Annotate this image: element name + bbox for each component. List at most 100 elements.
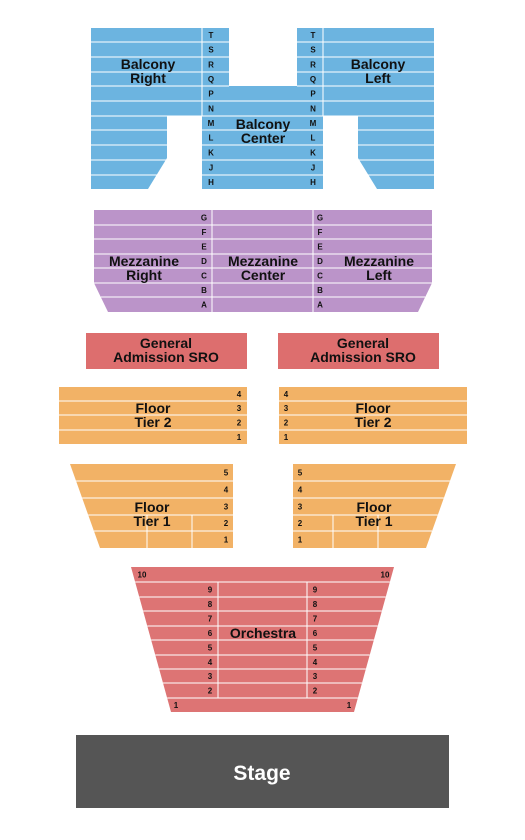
orchestra-row-label: 5 [208, 644, 213, 653]
floor-tier-2-left-label-2: Tier 2 [134, 414, 171, 430]
stage-label: Stage [233, 762, 290, 785]
mezzanine-row-label: D [201, 257, 207, 266]
floor-tier-2-right-label-2: Tier 2 [354, 414, 391, 430]
general-admission-level: General Admission SRO General Admission … [86, 333, 439, 369]
balcony-right-label-2: Right [130, 70, 166, 86]
ga-right-label-2: Admission SRO [310, 349, 416, 365]
orchestra-row-label: 6 [313, 629, 318, 638]
floor-tier-1-row-label: 4 [224, 486, 229, 495]
floor-tier-1-right-label-1: Floor [357, 499, 393, 515]
floor-tier-1-left-label-1: Floor [135, 499, 171, 515]
balcony-right-section[interactable] [91, 28, 229, 189]
ga-sro-right-section[interactable] [278, 333, 439, 369]
mezzanine-row-label: G [317, 214, 323, 223]
mezzanine-row-label: C [201, 272, 207, 281]
floor-tier-1-row-label: 3 [298, 503, 303, 512]
floor-tier-1-right-section[interactable] [293, 464, 456, 548]
balcony-row-label: Q [310, 75, 316, 84]
orchestra-row-label: 3 [208, 672, 213, 681]
balcony-row-label: N [310, 105, 316, 114]
balcony-row-label: S [310, 46, 316, 55]
balcony-row-label: P [208, 90, 214, 99]
mezzanine-center-label-2: Center [241, 267, 286, 283]
balcony-row-label: H [310, 178, 316, 187]
orchestra-row-label: 8 [208, 600, 213, 609]
mezzanine-row-label: E [201, 243, 207, 252]
orchestra-row-label: 4 [313, 658, 318, 667]
orchestra-row-label: 3 [313, 672, 318, 681]
floor-tier-2-row-label: 1 [284, 433, 289, 442]
orchestra-row-label: 4 [208, 658, 213, 667]
balcony-row-label: N [208, 105, 214, 114]
mezzanine-row-label: F [202, 228, 207, 237]
orchestra-row-label: 10 [138, 571, 147, 580]
mezzanine-row-label: E [317, 243, 323, 252]
ga-left-label-2: Admission SRO [113, 349, 219, 365]
floor-tier-2-row-label: 4 [237, 390, 242, 399]
balcony-center-label-2: Center [241, 130, 286, 146]
floor-tier-2-row-label: 3 [237, 404, 242, 413]
mezzanine-row-label: G [201, 214, 207, 223]
balcony-row-label: L [311, 134, 316, 143]
stage: Stage [76, 735, 449, 808]
floor-tier-2-row-label: 2 [284, 419, 289, 428]
orchestra-row-label: 1 [347, 701, 352, 710]
orchestra-row-label: 5 [313, 644, 318, 653]
balcony-row-label: T [209, 31, 214, 40]
balcony-center-section[interactable] [202, 86, 323, 189]
mezzanine-row-label: A [201, 301, 207, 310]
floor-tier-1-row-label: 3 [224, 503, 229, 512]
orchestra-row-label: 6 [208, 629, 213, 638]
orchestra-row-label: 2 [208, 687, 213, 696]
ga-left-label-1: General [140, 335, 192, 351]
floor-tier-2-right-label-1: Floor [356, 400, 392, 416]
floor-tier-2-row-label: 4 [284, 390, 289, 399]
balcony-left-section[interactable] [297, 28, 434, 189]
floor-tier-2-row-label: 2 [237, 419, 242, 428]
mezzanine-right-label-1: Mezzanine [109, 253, 179, 269]
balcony-row-label: R [208, 61, 214, 70]
floor-tier-2-row-label: 1 [237, 433, 242, 442]
floor-tier-2-level: 4 4 3 3 2 2 1 1 Floor Tier 2 Floor Tier 2 [59, 387, 467, 444]
mezzanine-right-label-2: Right [126, 267, 162, 283]
mezzanine-row-label: B [317, 286, 323, 295]
balcony-row-label: K [310, 149, 316, 158]
mezzanine-row-label: F [318, 228, 323, 237]
ga-sro-left-section[interactable] [86, 333, 247, 369]
balcony-row-label: M [310, 119, 317, 128]
balcony-row-label: K [208, 149, 214, 158]
balcony-row-label: J [311, 164, 315, 173]
floor-tier-1-row-label: 2 [298, 519, 303, 528]
balcony-row-label: L [209, 134, 214, 143]
stage-area [76, 735, 449, 808]
balcony-left-label-2: Left [365, 70, 391, 86]
orchestra-row-label: 9 [313, 586, 318, 595]
balcony-row-label: T [311, 31, 316, 40]
mezzanine-left-label-2: Left [366, 267, 392, 283]
balcony-left-label-1: Balcony [351, 56, 406, 72]
balcony-right-label-1: Balcony [121, 56, 176, 72]
ga-right-label-1: General [337, 335, 389, 351]
orchestra-row-label: 2 [313, 687, 318, 696]
mezzanine-section[interactable] [94, 210, 432, 312]
floor-tier-1-row-label: 5 [298, 469, 303, 478]
floor-tier-1-left-label-2: Tier 1 [133, 513, 170, 529]
floor-tier-1-row-label: 1 [224, 536, 229, 545]
floor-tier-1-row-label: 1 [298, 536, 303, 545]
balcony-row-label: M [208, 119, 215, 128]
mezzanine-center-label-1: Mezzanine [228, 253, 298, 269]
orchestra-label: Orchestra [230, 625, 296, 641]
floor-tier-1-right-label-2: Tier 1 [355, 513, 392, 529]
floor-tier-2-left-label-1: Floor [136, 400, 172, 416]
orchestra-row-label: 7 [208, 615, 213, 624]
floor-tier-2-row-label: 3 [284, 404, 289, 413]
mezzanine-row-label: C [317, 272, 323, 281]
balcony-row-label: J [209, 164, 213, 173]
orchestra-row-label: 9 [208, 586, 213, 595]
mezzanine-row-label: B [201, 286, 207, 295]
balcony-row-label: P [310, 90, 316, 99]
